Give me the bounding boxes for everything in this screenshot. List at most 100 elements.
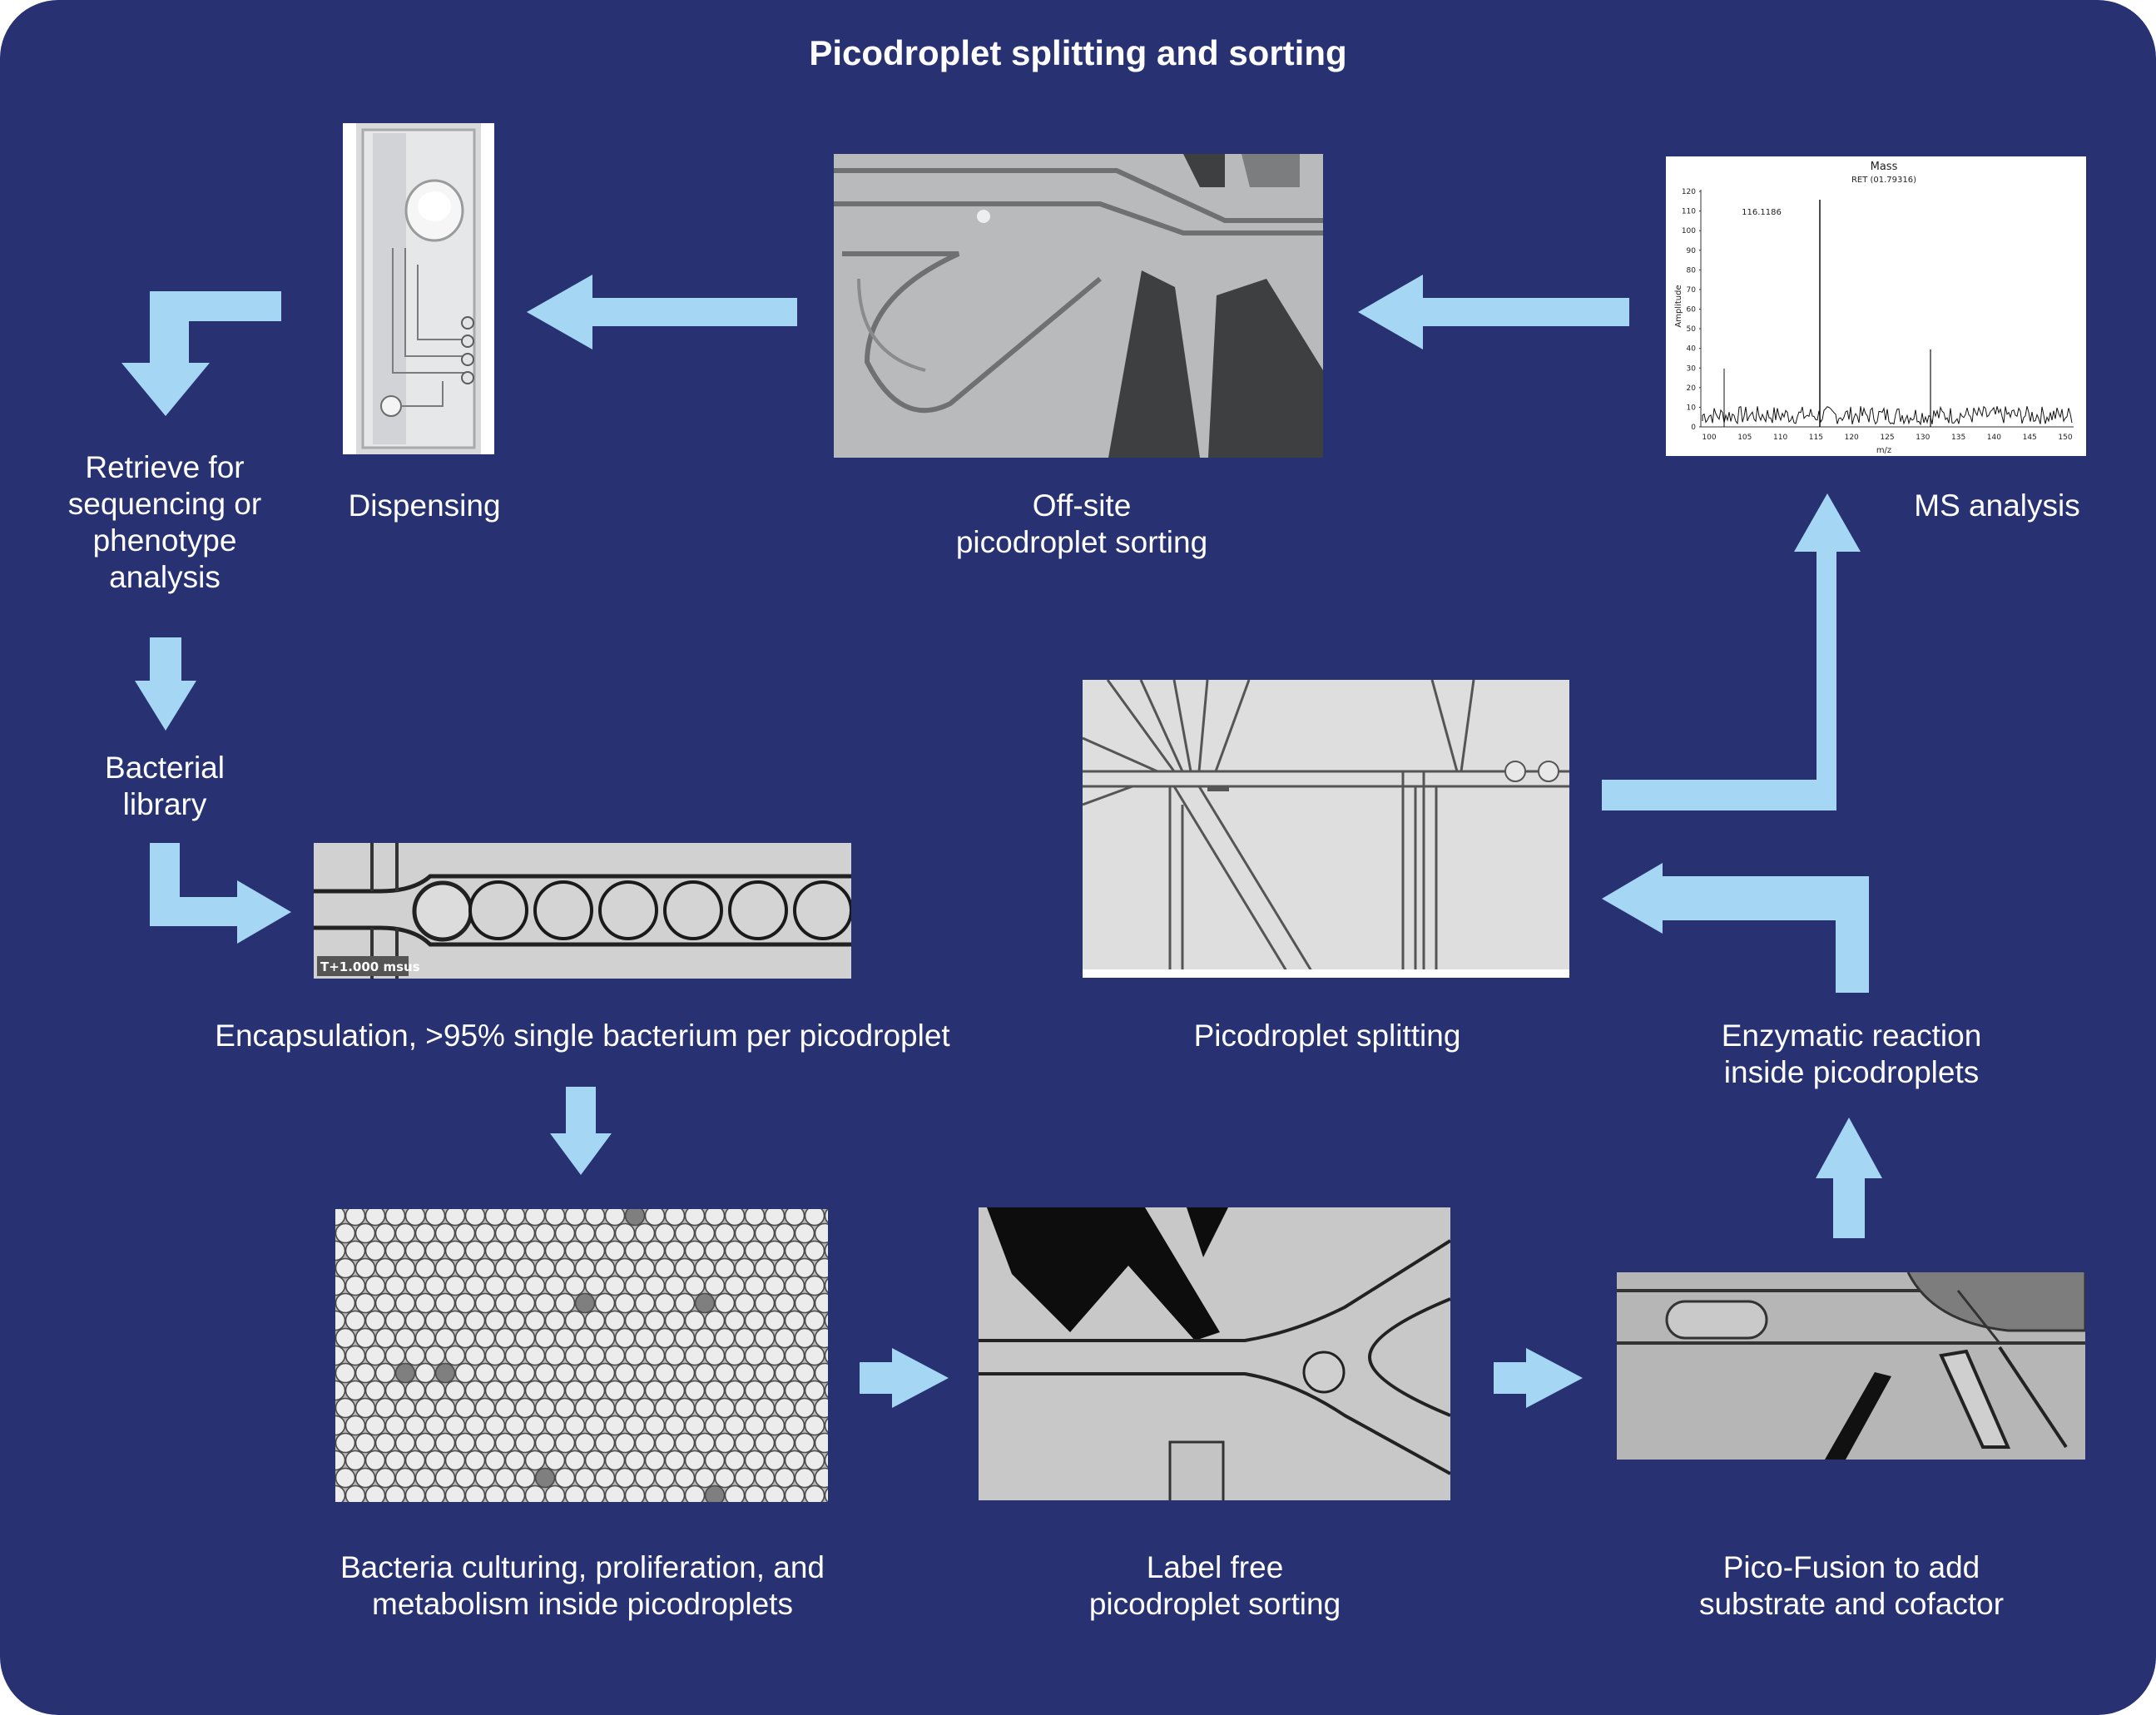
culture-droplet (724, 1310, 746, 1331)
ms-ytick-label: 20 (1687, 384, 1697, 393)
culture-droplet (474, 1467, 496, 1489)
culture-droplet (484, 1275, 506, 1296)
culture-droplet (784, 1209, 805, 1227)
culture-droplet (544, 1450, 566, 1471)
culture-droplet (344, 1345, 366, 1366)
culture-droplet (684, 1415, 706, 1436)
culture-droplet (624, 1240, 646, 1261)
culture-droplet (374, 1257, 396, 1279)
culture-droplet (464, 1209, 486, 1227)
ms-xtick-label: 125 (1880, 434, 1894, 442)
culture-droplet (594, 1222, 616, 1244)
culture-droplet (514, 1362, 536, 1384)
culture-droplet (814, 1467, 828, 1489)
culture-droplet (664, 1450, 686, 1471)
culture-droplet (335, 1240, 346, 1261)
arrow-library-to-encapsulation (150, 843, 291, 944)
culture-droplet (764, 1415, 786, 1436)
ms-xtick-label: 130 (1916, 434, 1930, 442)
ms-spectrum-peak-label: 116.1186 (1742, 208, 1782, 217)
culture-droplet (724, 1345, 746, 1366)
culture-droplet (684, 1275, 706, 1296)
ms-xtick-label: 100 (1702, 434, 1716, 442)
culture-droplet (704, 1380, 726, 1401)
culture-droplet (714, 1327, 736, 1349)
culture-droplet (544, 1310, 566, 1331)
culture-droplet (654, 1292, 676, 1314)
ms-ytick-label: 80 (1687, 266, 1697, 275)
culture-droplet (594, 1432, 616, 1454)
culture-droplet (754, 1257, 776, 1279)
culture-droplet (404, 1485, 426, 1502)
culture-droplet (704, 1310, 726, 1331)
culture-droplet (554, 1222, 576, 1244)
culture-droplet (354, 1292, 376, 1314)
culture-droplet (474, 1362, 496, 1384)
culture-droplet (434, 1257, 456, 1279)
label-splitting: Picodroplet splitting (1193, 1019, 1461, 1053)
encapsulated-droplet (468, 880, 528, 940)
culture-droplet (784, 1345, 805, 1366)
label-retrieve: Retrieve for sequencing or phenotype ana… (67, 450, 262, 594)
culture-droplet (764, 1240, 786, 1261)
culture-droplet (774, 1432, 795, 1454)
culture-droplet (634, 1467, 656, 1489)
culture-droplet (444, 1209, 466, 1227)
culture-droplet (604, 1209, 626, 1227)
culture-droplet (344, 1240, 366, 1261)
culture-droplet (574, 1292, 596, 1314)
culture-droplet (394, 1432, 416, 1454)
ms-spectrum: Mass RET (01.79316) Amplitude m/z 116.11… (1666, 156, 2086, 456)
culture-droplet (374, 1327, 396, 1349)
culture-droplet (694, 1467, 716, 1489)
culture-droplet (764, 1209, 786, 1227)
culture-droplet (744, 1275, 766, 1296)
culture-droplet (714, 1467, 736, 1489)
culture-droplet (574, 1467, 596, 1489)
culture-droplet (604, 1380, 626, 1401)
culture-droplet (364, 1380, 386, 1401)
culture-droplet (344, 1310, 366, 1331)
culture-droplet (354, 1432, 376, 1454)
culture-droplet (554, 1432, 576, 1454)
culture-droplet (814, 1362, 828, 1384)
culture-droplet (404, 1415, 426, 1436)
culture-droplet (814, 1397, 828, 1419)
culture-droplet (734, 1362, 756, 1384)
culture-droplet (634, 1397, 656, 1419)
culture-droplet (644, 1380, 666, 1401)
ms-spectrum-ylabel: Amplitude (1674, 285, 1683, 327)
culture-droplet (774, 1397, 795, 1419)
culture-droplet (344, 1275, 366, 1296)
culture-droplet (534, 1222, 556, 1244)
culture-droplet (454, 1327, 476, 1349)
culture-droplet (644, 1415, 666, 1436)
culture-droplet (604, 1310, 626, 1331)
culture-droplet (534, 1327, 556, 1349)
encapsulated-droplet (793, 880, 851, 940)
culture-droplet (594, 1362, 616, 1384)
culture-droplet (374, 1397, 396, 1419)
culture-droplet (584, 1345, 606, 1366)
culture-droplet (524, 1240, 546, 1261)
culture-droplet (335, 1397, 356, 1419)
ms-xtick-label: 145 (2023, 434, 2037, 442)
culture-droplet (484, 1240, 506, 1261)
culture-droplet (424, 1275, 446, 1296)
culture-droplet (614, 1327, 636, 1349)
culture-droplet (634, 1222, 656, 1244)
culture-droplet (674, 1327, 696, 1349)
culture-droplet (554, 1292, 576, 1314)
culture-droplet (754, 1327, 776, 1349)
culture-droplet (814, 1257, 828, 1279)
culture-droplet (484, 1415, 506, 1436)
culture-droplet (674, 1432, 696, 1454)
culture-droplet (684, 1209, 706, 1227)
culture-droplet (384, 1310, 406, 1331)
culture-droplet (744, 1415, 766, 1436)
culture-droplet (704, 1209, 726, 1227)
culture-droplet (374, 1432, 396, 1454)
culture-droplet (394, 1257, 416, 1279)
culture-droplet (624, 1450, 646, 1471)
